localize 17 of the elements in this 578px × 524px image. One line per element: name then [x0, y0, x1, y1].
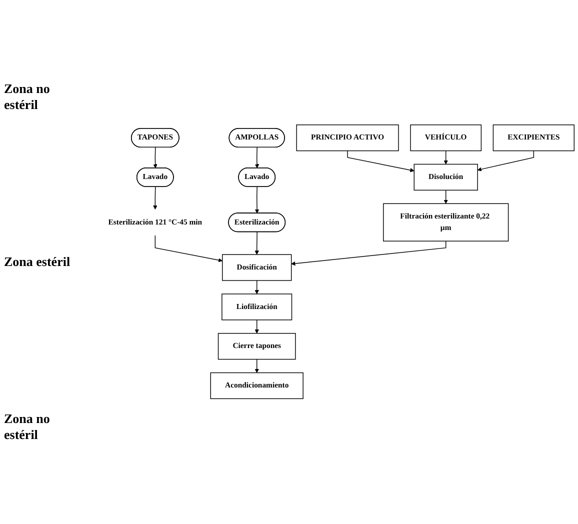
arrow [254, 280, 259, 294]
arrow [153, 147, 158, 168]
zone-label: Zona no estéril [4, 411, 51, 444]
arrow [254, 320, 259, 334]
arrow [254, 359, 259, 374]
arrow [153, 186, 158, 210]
arrow [444, 190, 448, 204]
arrow [254, 186, 260, 214]
zone-label: Zona estéril [4, 254, 72, 270]
zone-label: Zona no estéril [4, 80, 51, 113]
arrow [154, 235, 223, 262]
arrow [254, 232, 259, 255]
arrow [477, 150, 534, 172]
arrow [254, 147, 260, 168]
arrow [291, 240, 446, 266]
arrow [347, 150, 414, 172]
arrow [444, 150, 448, 165]
